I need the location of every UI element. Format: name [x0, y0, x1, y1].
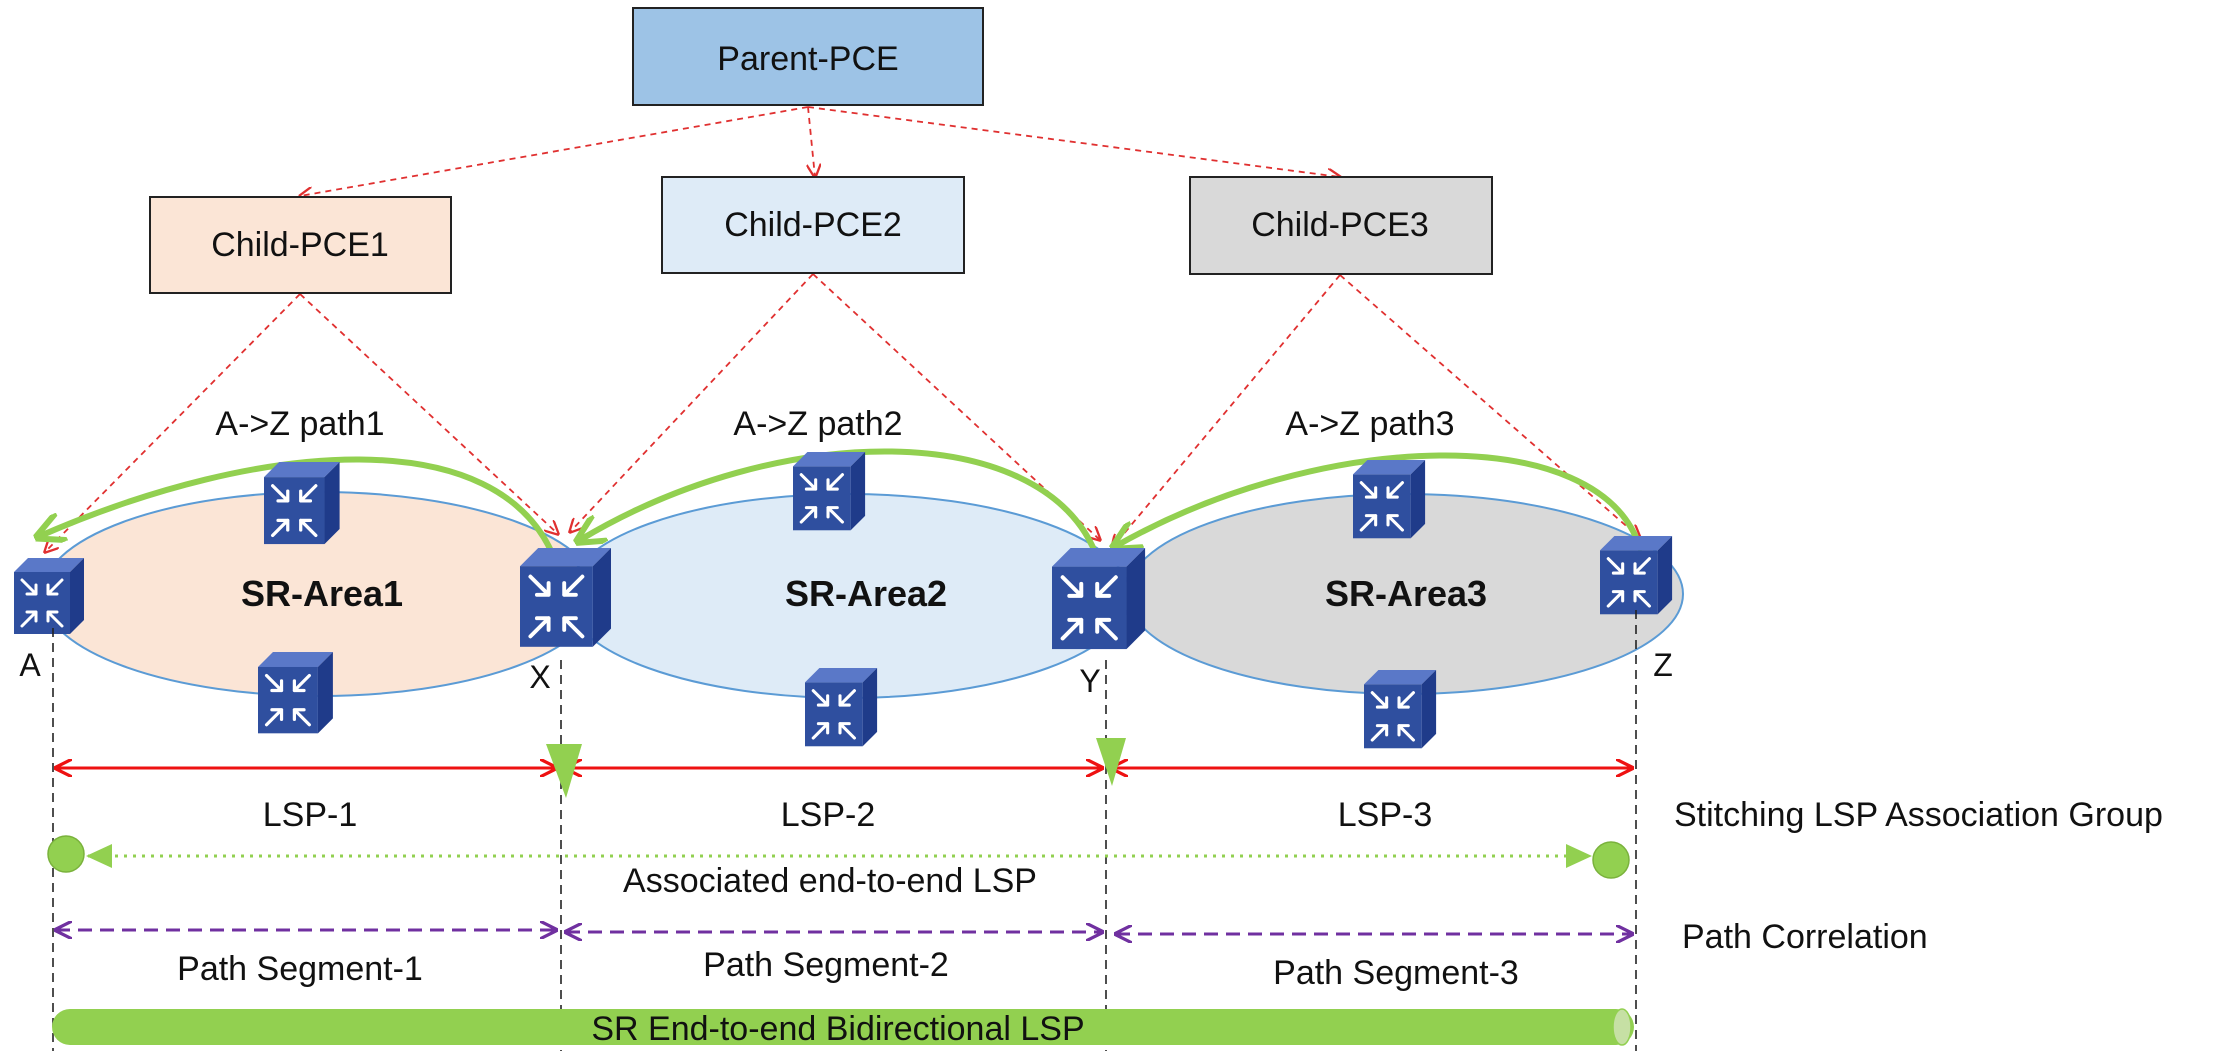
- segment-arrows: [56, 930, 1632, 934]
- associated-lsp-label: Associated end-to-end LSP: [623, 862, 1037, 900]
- path3-arrow: [1116, 452, 1643, 548]
- assoc-arrowhead-right: [1566, 844, 1592, 868]
- router-z: [1598, 534, 1674, 616]
- link-child2-x: [570, 273, 814, 532]
- stitching-group-label: Stitching LSP Association Group: [1674, 796, 2163, 834]
- router-area2-top: [791, 450, 867, 532]
- segment3-label: Path Segment-3: [1273, 954, 1519, 992]
- child-pce3-box: Child-PCE3: [1189, 176, 1493, 275]
- lsp1-label: LSP-1: [263, 796, 358, 834]
- path3-label: A->Z path3: [1285, 405, 1454, 443]
- sr-area2-label: SR-Area2: [785, 573, 947, 614]
- router-x: [518, 546, 613, 649]
- path2-label: A->Z path2: [733, 405, 902, 443]
- router-area2-bottom: [803, 666, 879, 748]
- segment1-label: Path Segment-1: [177, 950, 423, 988]
- assoc-arrowhead-left: [86, 844, 112, 868]
- child-pce1-label: Child-PCE1: [211, 226, 389, 264]
- link-parent-child2: [808, 106, 815, 177]
- link-child1-a: [45, 293, 301, 552]
- stitch-marker-x: [546, 744, 582, 798]
- node-y-label: Y: [1079, 663, 1100, 699]
- segment2-label: Path Segment-2: [703, 946, 949, 984]
- node-z-label: Z: [1653, 647, 1673, 683]
- child-pce3-label: Child-PCE3: [1251, 206, 1429, 244]
- child-pce2-label: Child-PCE2: [724, 206, 902, 244]
- path1-arrow: [40, 456, 558, 563]
- router-area1-top: [262, 460, 342, 546]
- e2e-lsp-label: SR End-to-end Bidirectional LSP: [591, 1010, 1084, 1048]
- node-a-label: A: [19, 647, 41, 683]
- link-child3-z: [1339, 274, 1640, 538]
- router-a: [12, 556, 86, 636]
- assoc-start-dot: [47, 835, 85, 873]
- child-pce2-box: Child-PCE2: [661, 176, 965, 274]
- link-child3-y: [1112, 274, 1341, 548]
- pce-links: [45, 106, 1640, 552]
- child-pce1-box: Child-PCE1: [149, 196, 452, 294]
- sr-area1-label: SR-Area1: [241, 573, 403, 614]
- lsp2-label: LSP-2: [781, 796, 876, 834]
- path2-arrow: [580, 448, 1098, 555]
- e2e-lsp-bar: SR End-to-end Bidirectional LSP: [52, 1008, 1634, 1048]
- link-child1-x: [299, 293, 558, 534]
- parent-pce-box: Parent-PCE: [632, 7, 984, 106]
- parent-pce-label: Parent-PCE: [717, 40, 898, 78]
- router-area1-bottom: [256, 650, 335, 735]
- stitch-marker-y: [1096, 738, 1126, 786]
- router-y: [1050, 546, 1148, 652]
- sr-area3-label: SR-Area3: [1325, 573, 1487, 614]
- green-path-arrows: [40, 448, 1643, 563]
- router-area3-bottom: [1362, 668, 1438, 750]
- path1-label: A->Z path1: [215, 405, 384, 443]
- router-area3-top: [1351, 458, 1427, 540]
- link-parent-child1: [300, 106, 809, 196]
- link-parent-child3: [807, 106, 1340, 177]
- path-correlation-label: Path Correlation: [1682, 918, 1928, 956]
- node-x-label: X: [529, 659, 550, 695]
- assoc-end-dot: [1592, 841, 1630, 879]
- lsp3-label: LSP-3: [1338, 796, 1433, 834]
